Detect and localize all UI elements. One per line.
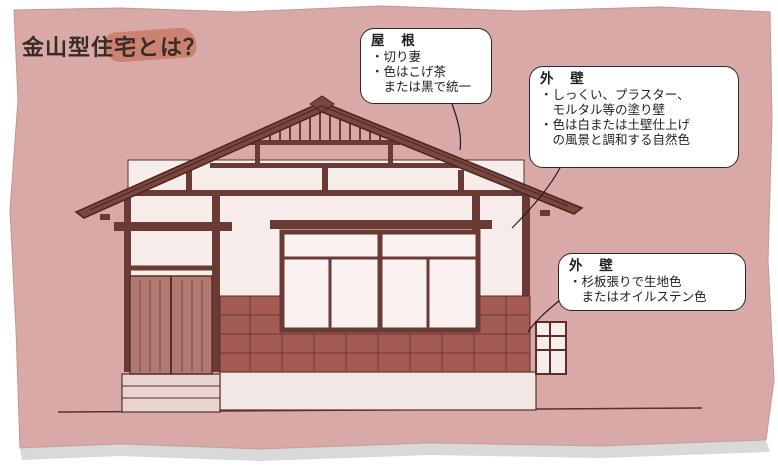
- roof-heading: 屋 根: [371, 33, 421, 49]
- upper-wall-line: ・色は白または土壁仕上げ: [540, 117, 691, 132]
- side-fence: [535, 321, 567, 375]
- lower-wall-line: またはオイルステン色: [569, 289, 707, 304]
- windows: [279, 229, 481, 333]
- lower-wall-leader: [527, 299, 561, 333]
- roof-leader: [451, 103, 462, 151]
- upper-wall-leader: [511, 167, 561, 229]
- upper-wall-line: の風景と調和する自然色: [540, 132, 691, 147]
- upper-wall-line: モルタル等の塗り壁: [540, 102, 666, 117]
- roof-line: または黒で統一: [371, 79, 472, 94]
- leader-lines: [451, 103, 561, 333]
- roof-callout: 屋 根 ・切り妻 ・色はこげ茶 または黒で統一: [360, 28, 492, 104]
- upper-wall-line: ・しっくい、プラスター、: [540, 87, 690, 102]
- upper-wall-heading: 外 壁: [540, 71, 590, 87]
- roof-line: ・切り妻: [371, 49, 422, 64]
- lower-wall-line: ・杉板張りで生地色: [569, 274, 682, 289]
- foundation: [219, 371, 537, 411]
- gable-roof: [74, 95, 584, 220]
- entry-step: [121, 373, 221, 413]
- roof-line: ・色はこげ茶: [371, 64, 447, 79]
- upper-wall-callout: 外 壁 ・しっくい、プラスター、 モルタル等の塗り壁 ・色は白または土壁仕上げ …: [529, 66, 739, 168]
- page-title: 金山型住宅とは？: [22, 36, 207, 61]
- lower-wall-heading: 外 壁: [569, 258, 619, 274]
- paper-edge-shade: [20, 440, 770, 461]
- wooden-door: [128, 265, 216, 375]
- lower-wall-callout: 外 壁 ・杉板張りで生地色 またはオイルステン色: [558, 253, 746, 311]
